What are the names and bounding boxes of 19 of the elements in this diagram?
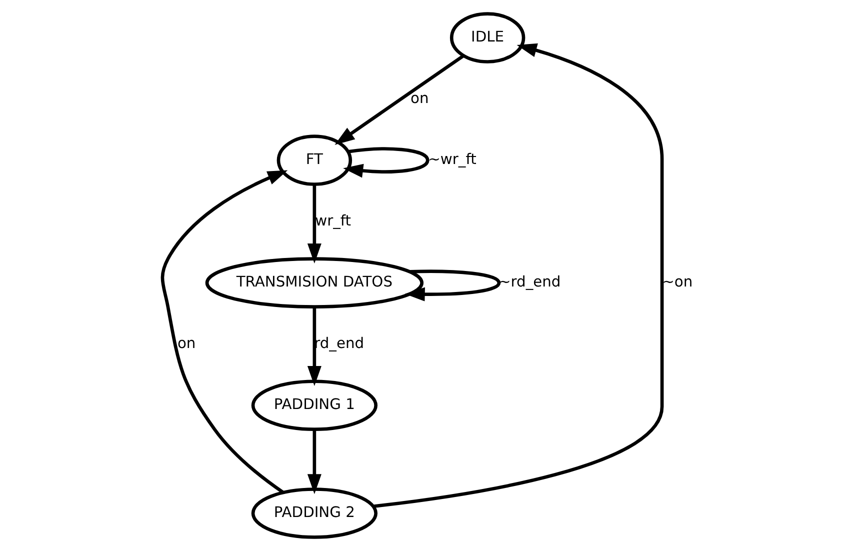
edge-label: on bbox=[176, 334, 196, 352]
edge-label: on bbox=[410, 90, 428, 107]
edge-label: rd_end bbox=[314, 334, 364, 352]
node-ellipse: PADDING 2 bbox=[250, 488, 378, 539]
arrow bbox=[373, 43, 664, 508]
arrow bbox=[342, 147, 429, 178]
edge-label: ~wr_ft bbox=[428, 151, 476, 168]
node-ellipse: PADDING 1 bbox=[250, 380, 378, 431]
edge-label: ~rd_end bbox=[498, 274, 560, 291]
edge-label: wr_ft bbox=[314, 212, 351, 230]
arrow bbox=[306, 184, 321, 264]
arrow bbox=[160, 170, 288, 494]
node-ellipse: FT bbox=[276, 134, 352, 186]
edge-label: ~on bbox=[662, 274, 692, 291]
node-ellipse: IDLE bbox=[449, 12, 525, 64]
arrow bbox=[306, 307, 321, 386]
arrow bbox=[334, 54, 464, 145]
arrow bbox=[306, 430, 321, 494]
arrow bbox=[404, 270, 500, 302]
